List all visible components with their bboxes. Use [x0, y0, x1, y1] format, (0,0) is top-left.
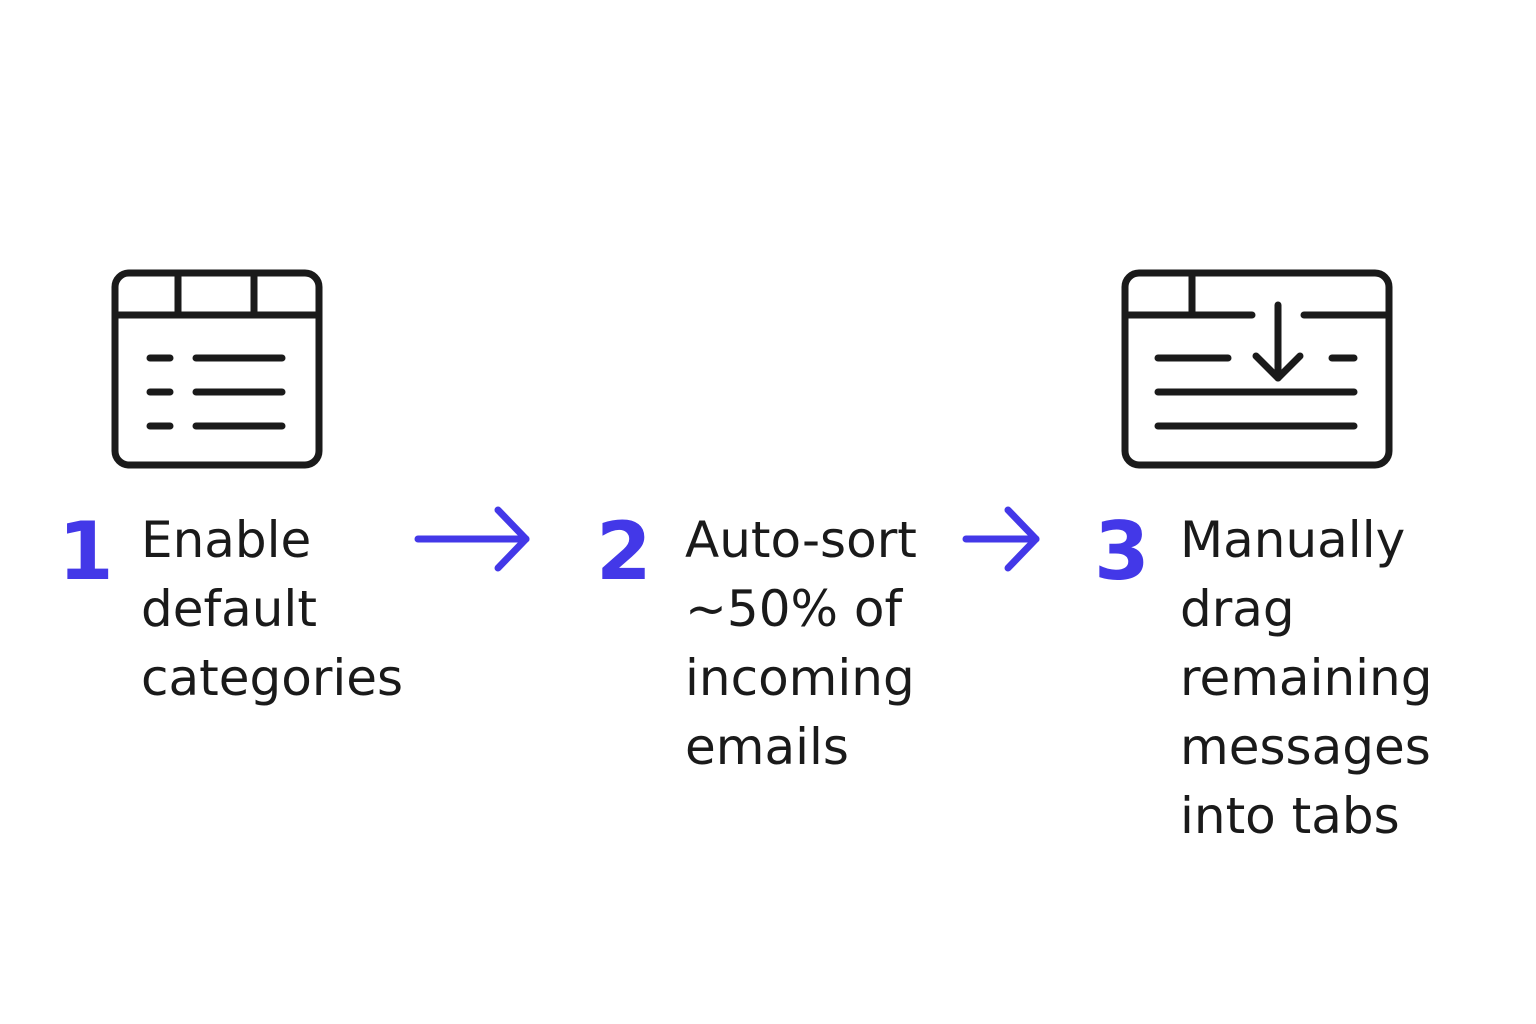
right-arrow-icon — [412, 504, 534, 574]
step-2-number: 2 — [596, 505, 652, 598]
step-3-line: remaining — [1180, 649, 1433, 707]
drag-into-window-icon — [1120, 268, 1394, 470]
step-1-line: categories — [141, 649, 404, 707]
step-3-number: 3 — [1094, 505, 1150, 598]
step-3-line: into tabs — [1180, 787, 1400, 845]
step-1-description: Enable default categories — [141, 506, 403, 713]
step-3-description: Manually drag remaining messages into ta… — [1180, 506, 1432, 851]
step-1-line: Enable — [141, 511, 312, 569]
step-3-line: drag — [1180, 580, 1295, 638]
step-3-line: Manually — [1180, 511, 1406, 569]
step-2-description: Auto-sort ~50% of incoming emails — [685, 506, 917, 782]
step-2-line: ~50% of — [685, 580, 903, 638]
step-2-line: incoming — [685, 649, 915, 707]
step-3-line: messages — [1180, 718, 1431, 776]
category-list-window-icon — [110, 268, 324, 470]
step-1-number: 1 — [58, 505, 114, 598]
step-2-line: Auto-sort — [685, 511, 917, 569]
step-2-line: emails — [685, 718, 849, 776]
step-1-line: default — [141, 580, 317, 638]
right-arrow-icon — [960, 504, 1044, 574]
